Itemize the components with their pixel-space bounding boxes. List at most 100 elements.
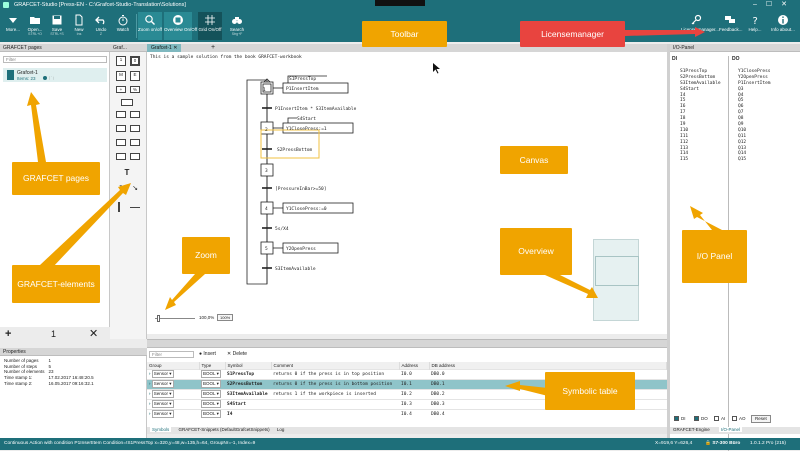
di-signal[interactable]: S1PressTop [680,69,708,74]
comment-cell[interactable] [271,398,399,409]
ai-checkbox[interactable] [714,416,719,421]
di-signal[interactable]: I5 [680,98,686,104]
connection-tool-icon[interactable]: ↻ [119,185,125,192]
initial-step-element[interactable]: 0 [130,56,140,66]
jump-tool-icon[interactable]: ↘ [132,185,138,192]
comment-cell[interactable]: returns 0 if the press is in top positio… [271,368,399,379]
do-signal[interactable]: Q4 [738,92,744,98]
delayed-action-element[interactable] [116,125,126,132]
insert-symbol-button[interactable]: ● Insert [199,351,216,357]
watch-button[interactable]: Watch [112,12,134,40]
db-address-cell[interactable]: DB0.4 [429,408,667,419]
overview-minimap[interactable] [593,239,639,321]
group-select[interactable]: Sensor ▾ [151,390,174,398]
overview-toggle-button[interactable]: Overview On/Off [164,12,197,40]
canvas-vertical-scrollbar[interactable] [667,44,670,439]
address-cell[interactable]: I0.3 [399,398,429,409]
do-signal[interactable]: Q15 [738,157,747,163]
do-signal[interactable]: Q3 [738,86,744,92]
new-tab-button[interactable]: + [211,44,216,51]
comment-element[interactable] [116,153,126,160]
text-tool-icon[interactable]: T [124,168,130,177]
macro-step-element[interactable]: M [116,71,126,81]
overview-viewport[interactable] [595,256,639,286]
type-select[interactable]: BOOL ▾ [201,390,221,398]
expand-row-icon[interactable]: › [149,371,151,376]
enclosing-step-element[interactable]: E [130,71,140,81]
di-signal[interactable]: S4Start [680,86,699,92]
info-button[interactable]: Info about... [770,12,796,40]
di-signal[interactable]: I11 [680,133,689,139]
more-button[interactable]: More... [2,12,24,40]
di-signal[interactable]: I6 [680,104,686,110]
zoom-slider-track[interactable] [155,318,195,319]
add-page-button[interactable]: + [5,328,12,340]
io-reset-button[interactable]: Reset [751,415,771,423]
delete-symbol-button[interactable]: ✕ Delete [227,351,248,357]
address-cell[interactable]: I0.2 [399,388,429,399]
expand-row-icon[interactable]: › [149,411,151,417]
stored-action-element[interactable] [116,111,126,118]
di-signal[interactable]: I12 [680,139,689,145]
symbol-cell[interactable]: S3ItemAvailable [225,388,271,399]
do-signal[interactable]: Q12 [738,139,747,145]
di-signal[interactable]: I10 [680,127,689,133]
horizontal-line-tool[interactable] [130,207,140,208]
tab-grafcet-engine[interactable]: GRAFCET-Engine [673,427,710,432]
comment-cell[interactable] [271,408,399,419]
step-element[interactable]: 1 [116,56,126,66]
open-button[interactable]: Open...STRL+O [24,12,46,40]
symbols-filter-input[interactable]: Filter [149,351,194,358]
grafcet-canvas[interactable]: This is a sample solution from the book … [147,52,667,334]
symbol-cell[interactable]: S1PressTop [225,368,271,379]
type-select[interactable]: BOOL ▾ [201,370,221,378]
address-cell[interactable]: I0.4 [399,408,429,419]
group-select[interactable]: Sensor ▾ [151,370,174,378]
do-signal[interactable]: Q5 [738,98,744,104]
group-select[interactable]: Sensor ▾ [151,400,174,408]
address-cell[interactable]: I0.1 [399,378,429,389]
do-signal[interactable]: Y2OpenPress [738,74,768,80]
zoom-toggle-button[interactable]: Zoom on/off [138,12,162,40]
di-signal[interactable]: I7 [680,110,686,116]
di-signal[interactable]: I9 [680,122,686,128]
feedback-button[interactable]: Feedback... [719,12,743,40]
grafcet-diagram[interactable]: 1 2 3 4 5 S1PressTop P1InsertItem P1Inse… [147,52,667,334]
do-signal[interactable]: Q7 [738,110,744,116]
type-select[interactable]: BOOL ▾ [201,380,221,388]
action-element[interactable] [121,99,133,106]
license-manager-button[interactable]: License manager... [681,12,719,40]
delete-page-button[interactable]: ✕ [89,328,99,340]
group-select[interactable]: Sensor ▾ [151,410,174,419]
di-signal[interactable]: I15 [680,157,689,163]
transition-element[interactable]: + [116,86,126,93]
folder-icon[interactable]: 🗀 [49,76,55,82]
tab-log[interactable]: Log [276,427,285,432]
event-action-element[interactable] [116,139,126,146]
page-list-item[interactable]: Grafcet-1 Items: 23 🗀 [3,68,107,82]
do-signal[interactable]: Q13 [738,145,747,151]
partial-grafcet-element[interactable] [130,153,140,160]
symbol-cell[interactable]: S2PressBottom [225,378,271,389]
do-signal[interactable]: Q6 [738,104,744,110]
di-checkbox[interactable] [674,416,679,421]
grid-toggle-button[interactable]: Grid On/Off [198,12,222,40]
type-select[interactable]: BOOL ▾ [201,400,221,408]
type-select[interactable]: BOOL ▾ [201,410,221,419]
expand-row-icon[interactable]: › [149,391,151,396]
tab-grafcet-snippets[interactable]: GRAFCET-Snippets (DefaultGrafcetSnippets… [178,427,270,432]
ao-checkbox[interactable] [732,416,737,421]
expand-row-icon[interactable]: › [149,401,151,406]
percent-element[interactable]: % [130,86,140,93]
do-signal[interactable]: Y1ClosePress [738,69,771,74]
do-signal[interactable]: Q11 [738,133,747,139]
di-signal[interactable]: I14 [680,151,689,157]
comment-cell[interactable]: returns 0 if the press is in bottom posi… [271,378,399,389]
zoom-100-button[interactable]: 100% [217,314,234,321]
do-signal[interactable]: P1InsertItem [738,80,771,86]
limited-action-element[interactable] [130,125,140,132]
